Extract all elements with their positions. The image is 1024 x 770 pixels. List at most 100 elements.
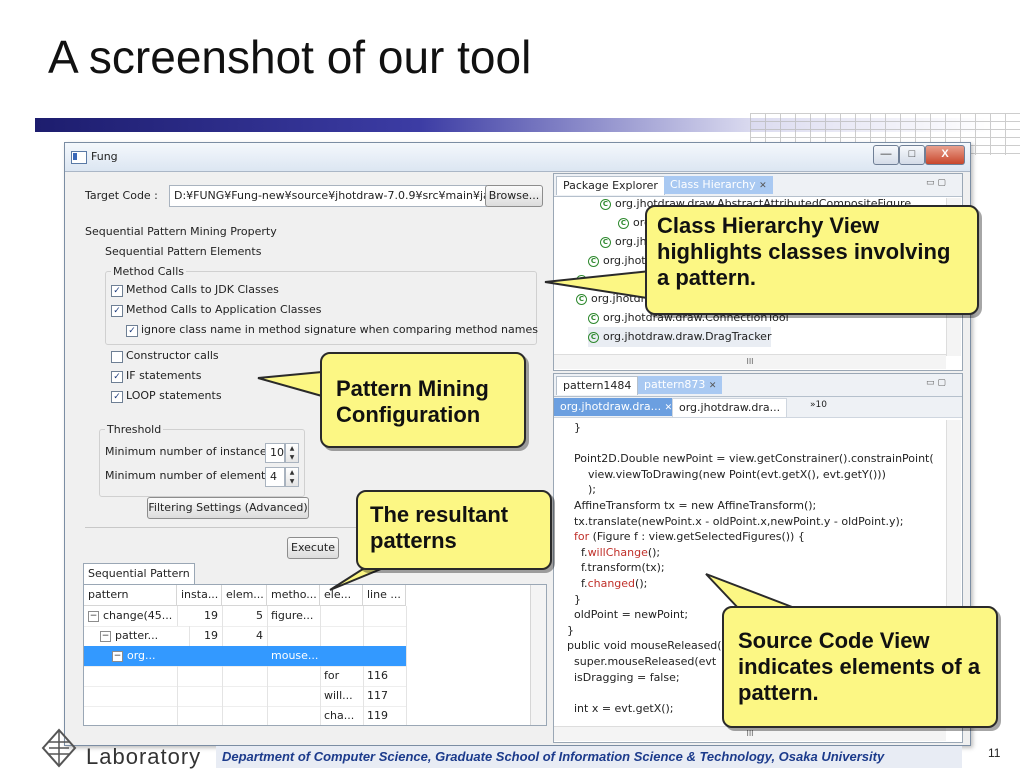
min-elements-input[interactable]: 4: [265, 467, 285, 487]
footer-department: Department of Computer Science, Graduate…: [216, 746, 962, 768]
table-cell-text: figure...: [271, 609, 314, 622]
code-line: f.willChange();: [560, 545, 661, 559]
loop-statements-checkbox[interactable]: ✓: [111, 391, 123, 403]
code-line: view.viewToDrawing(new Point(evt.getX(),…: [560, 467, 886, 481]
minimize-button[interactable]: —: [873, 145, 899, 165]
tree-toggle-icon[interactable]: −: [112, 650, 123, 662]
callout-resultant: The resultant patterns: [356, 490, 552, 570]
table-cell: [84, 666, 178, 687]
file-tab-label: org.jhotdraw.dra...: [560, 400, 662, 413]
table-cell-text: 5: [256, 609, 263, 622]
slide-title: A screenshot of our tool: [48, 31, 532, 83]
column-header[interactable]: insta...: [177, 585, 222, 606]
min-elements-stepper[interactable]: ▲▼: [285, 467, 299, 487]
code-line: );: [560, 483, 596, 497]
loop-statements-label: LOOP statements: [126, 389, 222, 402]
min-instances-label: Minimum number of instances: [105, 445, 273, 458]
code-line: }: [560, 623, 574, 637]
file-tab[interactable]: org.jhotdraw.dra... ✕: [554, 398, 679, 416]
class-icon: C: [588, 331, 599, 343]
table-cell: [267, 706, 321, 725]
table-cell: 119: [363, 706, 407, 725]
code-line: tx.translate(newPoint.x - oldPoint.x,new…: [560, 514, 904, 528]
code-line: Point2D.Double newPoint = view.getConstr…: [560, 452, 934, 466]
filtering-settings-button[interactable]: Filtering Settings (Advanced): [147, 497, 309, 519]
close-icon[interactable]: ✕: [664, 403, 673, 413]
table-cell: 116: [363, 666, 407, 687]
tab-package-explorer[interactable]: Package Explorer: [556, 176, 665, 195]
jdk-calls-checkbox[interactable]: ✓: [111, 285, 123, 297]
lab-logo-text: Laboratory: [86, 744, 202, 769]
table-row[interactable]: −org...mouse...: [84, 646, 530, 667]
code-line: AffineTransform tx = new AffineTransform…: [560, 499, 817, 512]
method-calls-group: [105, 271, 537, 345]
code-line: public void mouseReleased(: [560, 639, 722, 653]
table-cell: 5: [222, 606, 268, 627]
hierarchy-item-label: org.jhotdraw.draw.DragTracker: [603, 330, 772, 343]
app-calls-label: Method Calls to Application Classes: [126, 303, 322, 316]
column-header[interactable]: pattern: [84, 585, 177, 606]
class-icon: C: [600, 198, 611, 210]
table-cell: [363, 646, 407, 667]
table-scrollbar[interactable]: [530, 585, 546, 725]
tab-class-hierarchy-label: Class Hierarchy: [670, 178, 756, 191]
if-statements-checkbox[interactable]: ✓: [111, 371, 123, 383]
code-line: f.transform(tx);: [560, 561, 665, 575]
app-calls-checkbox[interactable]: ✓: [111, 305, 123, 317]
class-icon: C: [576, 293, 587, 305]
code-line: for (Figure f : view.getSelectedFigures(…: [574, 530, 805, 544]
tab-overflow[interactable]: »10: [810, 400, 827, 410]
table-row[interactable]: will...117: [84, 686, 530, 707]
close-button[interactable]: X: [925, 145, 965, 165]
file-tab[interactable]: org.jhotdraw.dra...: [672, 398, 788, 418]
table-cell: figure...: [267, 606, 321, 627]
browse-button[interactable]: Browse...: [485, 185, 543, 207]
target-code-input[interactable]: D:¥FUNG¥Fung-new¥source¥jhotdraw-7.0.9¥s…: [169, 185, 487, 207]
constructor-calls-label: Constructor calls: [126, 349, 219, 362]
close-icon[interactable]: ✕: [759, 181, 767, 191]
code-line: }: [560, 592, 581, 606]
tree-toggle-icon[interactable]: −: [88, 610, 99, 622]
min-instances-stepper[interactable]: ▲▼: [285, 443, 299, 463]
code-line: }: [560, 421, 581, 434]
table-row[interactable]: −change(45... 19 5 figure...: [84, 606, 530, 627]
maximize-button[interactable]: □: [899, 145, 925, 165]
table-cell: cha...: [320, 706, 364, 725]
table-cell-text: 19: [204, 609, 218, 622]
min-instances-input[interactable]: 10: [265, 443, 285, 463]
column-header[interactable]: elem...: [222, 585, 267, 606]
tab-pattern873[interactable]: pattern873 ✕: [638, 376, 723, 394]
table-cell-text: patter...: [115, 629, 159, 642]
table-cell: [84, 686, 178, 707]
table-cell: [84, 706, 178, 725]
table-cell-text: will...: [324, 689, 353, 702]
tab-class-hierarchy[interactable]: Class Hierarchy ✕: [664, 176, 773, 194]
constructor-calls-checkbox[interactable]: [111, 351, 123, 363]
execute-button[interactable]: Execute: [287, 537, 339, 559]
table-cell: [177, 706, 223, 725]
hierarchy-hscroll[interactable]: III: [554, 354, 946, 369]
tab-sequential-pattern[interactable]: Sequential Pattern: [83, 563, 195, 584]
table-row[interactable]: cha... 119: [84, 706, 530, 725]
tree-toggle-icon[interactable]: −: [100, 630, 111, 642]
view-controls-icon[interactable]: ▭ ▢: [926, 178, 946, 188]
code-line: int x = evt.getX();: [560, 701, 674, 715]
column-header[interactable]: line ...: [363, 585, 406, 606]
close-icon[interactable]: ✕: [708, 381, 717, 391]
class-icon: C: [588, 312, 599, 324]
window-titlebar: Fung — □ X: [65, 143, 970, 172]
min-elements-label: Minimum number of elements: [105, 469, 272, 482]
jdk-calls-label: Method Calls to JDK Classes: [126, 283, 279, 296]
pointer-pattern-mining: [257, 370, 323, 398]
code-editor[interactable]: } Point2D.Double newPoint = view.getCons…: [554, 420, 946, 724]
tab-pattern1484[interactable]: pattern1484: [556, 376, 639, 395]
ignore-class-checkbox[interactable]: ✓: [126, 325, 138, 337]
lab-logo: [41, 728, 77, 768]
view-controls-icon[interactable]: ▭ ▢: [926, 378, 946, 388]
table-cell-text: cha...: [324, 709, 355, 722]
app-icon: [71, 151, 87, 164]
column-header[interactable]: metho...: [267, 585, 320, 606]
table-cell: −change(45...: [84, 606, 178, 627]
